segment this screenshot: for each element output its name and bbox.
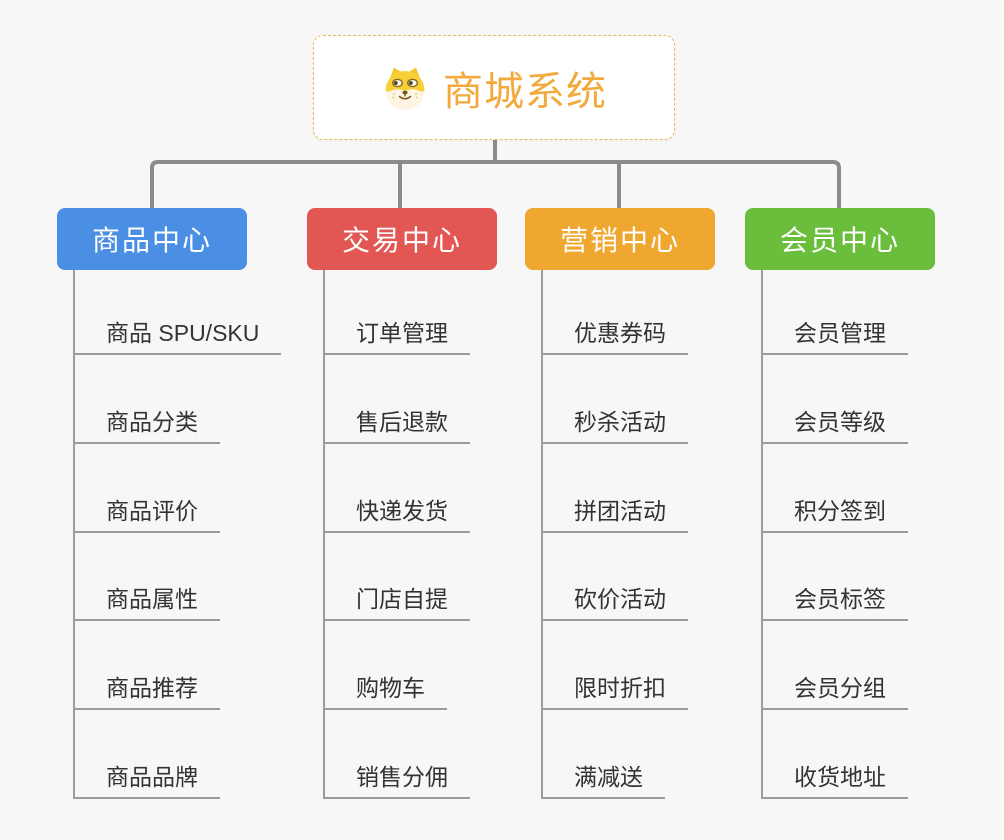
leaf-node[interactable]: 商品 SPU/SKU [73, 317, 282, 355]
branch-node-trade-center[interactable]: 交易中心 [307, 208, 497, 270]
leaf-column-product-center: 商品 SPU/SKU 商品分类 商品评价 商品属性 商品推荐 商品品牌 [73, 270, 315, 799]
branch-node-product-center[interactable]: 商品中心 [57, 208, 247, 270]
leaf-node[interactable]: 商品属性 [73, 583, 220, 621]
leaf-node[interactable]: 砍价活动 [541, 583, 688, 621]
leaf-node[interactable]: 优惠券码 [541, 317, 688, 355]
leaf-node[interactable]: 购物车 [323, 672, 447, 710]
leaf-node[interactable]: 售后退款 [323, 406, 470, 444]
leaf-node[interactable]: 满减送 [541, 761, 665, 799]
leaf-node[interactable]: 销售分佣 [323, 761, 470, 799]
leaf-node[interactable]: 门店自提 [323, 583, 470, 621]
leaf-node[interactable]: 商品评价 [73, 495, 220, 533]
leaf-column-trade-center: 订单管理 售后退款 快递发货 门店自提 购物车 销售分佣 [323, 270, 565, 799]
branch-frame-line [150, 160, 841, 208]
leaf-node[interactable]: 商品推荐 [73, 672, 220, 710]
leaf-node[interactable]: 快递发货 [323, 495, 470, 533]
leaf-node[interactable]: 商品品牌 [73, 761, 220, 799]
leaf-node[interactable]: 商品分类 [73, 406, 220, 444]
leaf-node[interactable]: 会员等级 [761, 406, 908, 444]
leaf-column-marketing-center: 优惠券码 秒杀活动 拼团活动 砍价活动 限时折扣 满减送 [541, 270, 783, 799]
leaf-node[interactable]: 积分签到 [761, 495, 908, 533]
branch-node-member-center[interactable]: 会员中心 [745, 208, 935, 270]
leaf-node[interactable]: 限时折扣 [541, 672, 688, 710]
shiba-dog-icon [381, 64, 429, 112]
leaf-node[interactable]: 会员分组 [761, 672, 908, 710]
leaf-node[interactable]: 会员管理 [761, 317, 908, 355]
root-title: 商城系统 [443, 69, 607, 114]
leaf-column-member-center: 会员管理 会员等级 积分签到 会员标签 会员分组 收货地址 [761, 270, 1003, 799]
root-node[interactable]: 商城系统 [313, 35, 675, 140]
leaf-node[interactable]: 订单管理 [323, 317, 470, 355]
leaf-node[interactable]: 会员标签 [761, 583, 908, 621]
branch-node-marketing-center[interactable]: 营销中心 [525, 208, 715, 270]
leaf-node[interactable]: 收货地址 [761, 761, 908, 799]
leaf-node[interactable]: 秒杀活动 [541, 406, 688, 444]
leaf-node[interactable]: 拼团活动 [541, 495, 688, 533]
